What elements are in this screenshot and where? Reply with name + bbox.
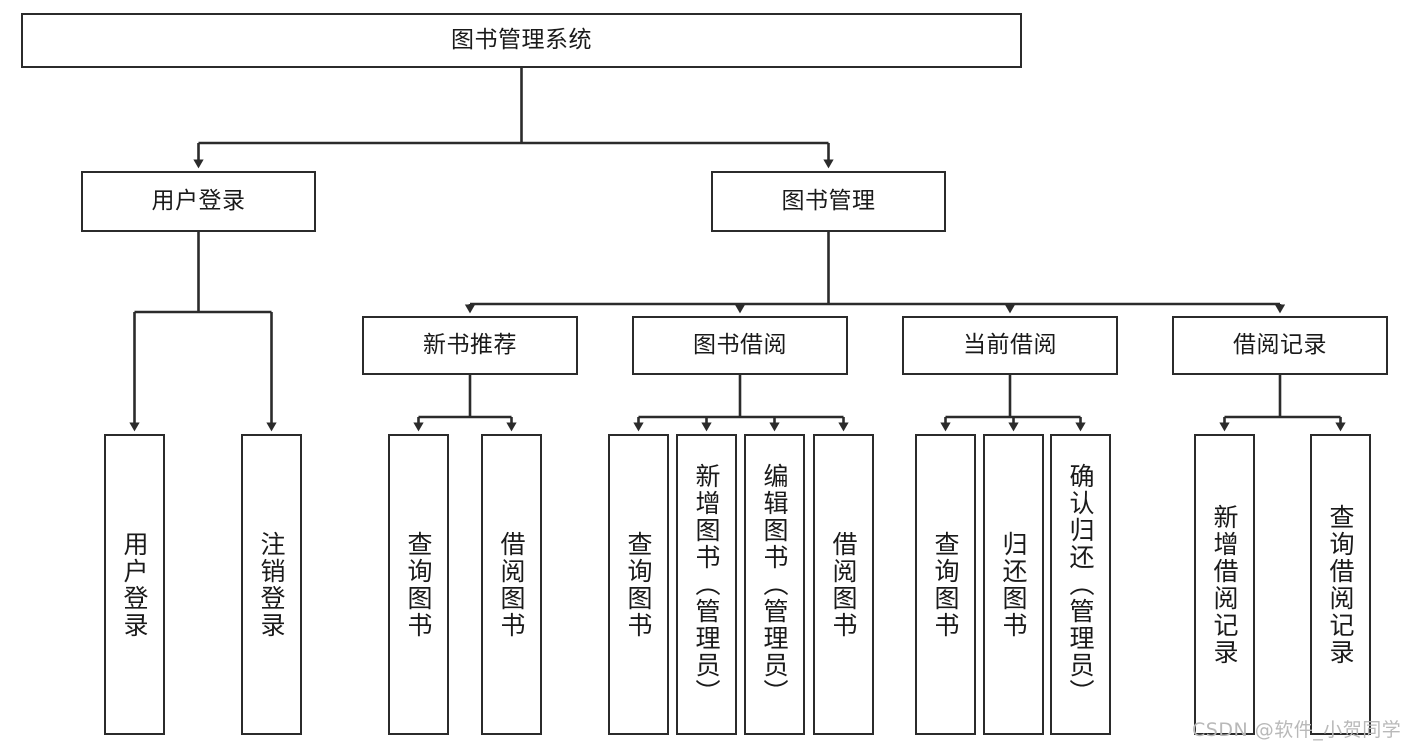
node-leaf-user-login[interactable]: 用户登录 — [104, 434, 165, 735]
node-borrow-log[interactable]: 借阅记录 — [1172, 316, 1388, 375]
node-label: 图书管理 — [781, 188, 876, 214]
node-label: 新增借阅记录 — [1210, 503, 1239, 666]
node-label: 确认归还（管理员） — [1066, 463, 1095, 706]
node-label: 归还图书 — [999, 530, 1028, 639]
node-label: 当前借阅 — [963, 332, 1057, 358]
node-leaf-query-book-2[interactable]: 查询图书 — [608, 434, 669, 735]
node-book-borrow[interactable]: 图书借阅 — [632, 316, 848, 375]
node-label: 查询图书 — [624, 530, 653, 639]
watermark-text: CSDN @软件_小贺同学 — [1192, 719, 1402, 741]
node-label: 借阅图书 — [829, 530, 858, 639]
node-label: 新书推荐 — [423, 332, 517, 358]
node-label: 查询图书 — [404, 530, 433, 639]
node-label: 借阅记录 — [1233, 332, 1327, 358]
node-book-management[interactable]: 图书管理 — [711, 171, 946, 232]
node-label: 查询借阅记录 — [1326, 503, 1355, 666]
node-leaf-query-book-3[interactable]: 查询图书 — [915, 434, 976, 735]
node-leaf-add-book[interactable]: 新增图书（管理员） — [676, 434, 737, 735]
node-root[interactable]: 图书管理系统 — [21, 13, 1022, 68]
node-leaf-query-book-1[interactable]: 查询图书 — [388, 434, 449, 735]
node-label: 编辑图书（管理员） — [760, 463, 789, 706]
node-label: 用户登录 — [151, 188, 246, 214]
node-label: 查询图书 — [931, 530, 960, 639]
node-leaf-logout[interactable]: 注销登录 — [241, 434, 302, 735]
node-current-borrow[interactable]: 当前借阅 — [902, 316, 1118, 375]
node-leaf-borrow-book-2[interactable]: 借阅图书 — [813, 434, 874, 735]
node-leaf-query-borrow-log[interactable]: 查询借阅记录 — [1310, 434, 1371, 735]
node-label: 注销登录 — [257, 530, 286, 639]
node-leaf-confirm-return[interactable]: 确认归还（管理员） — [1050, 434, 1111, 735]
node-label: 图书管理系统 — [451, 27, 592, 53]
node-label: 图书借阅 — [693, 332, 787, 358]
node-new-book-recommend[interactable]: 新书推荐 — [362, 316, 578, 375]
node-leaf-borrow-book-1[interactable]: 借阅图书 — [481, 434, 542, 735]
node-label: 用户登录 — [120, 530, 149, 639]
node-leaf-add-borrow-log[interactable]: 新增借阅记录 — [1194, 434, 1255, 735]
node-leaf-return-book[interactable]: 归还图书 — [983, 434, 1044, 735]
node-label: 借阅图书 — [497, 530, 526, 639]
node-user-login[interactable]: 用户登录 — [81, 171, 316, 232]
node-leaf-edit-book[interactable]: 编辑图书（管理员） — [744, 434, 805, 735]
node-label: 新增图书（管理员） — [692, 463, 721, 706]
